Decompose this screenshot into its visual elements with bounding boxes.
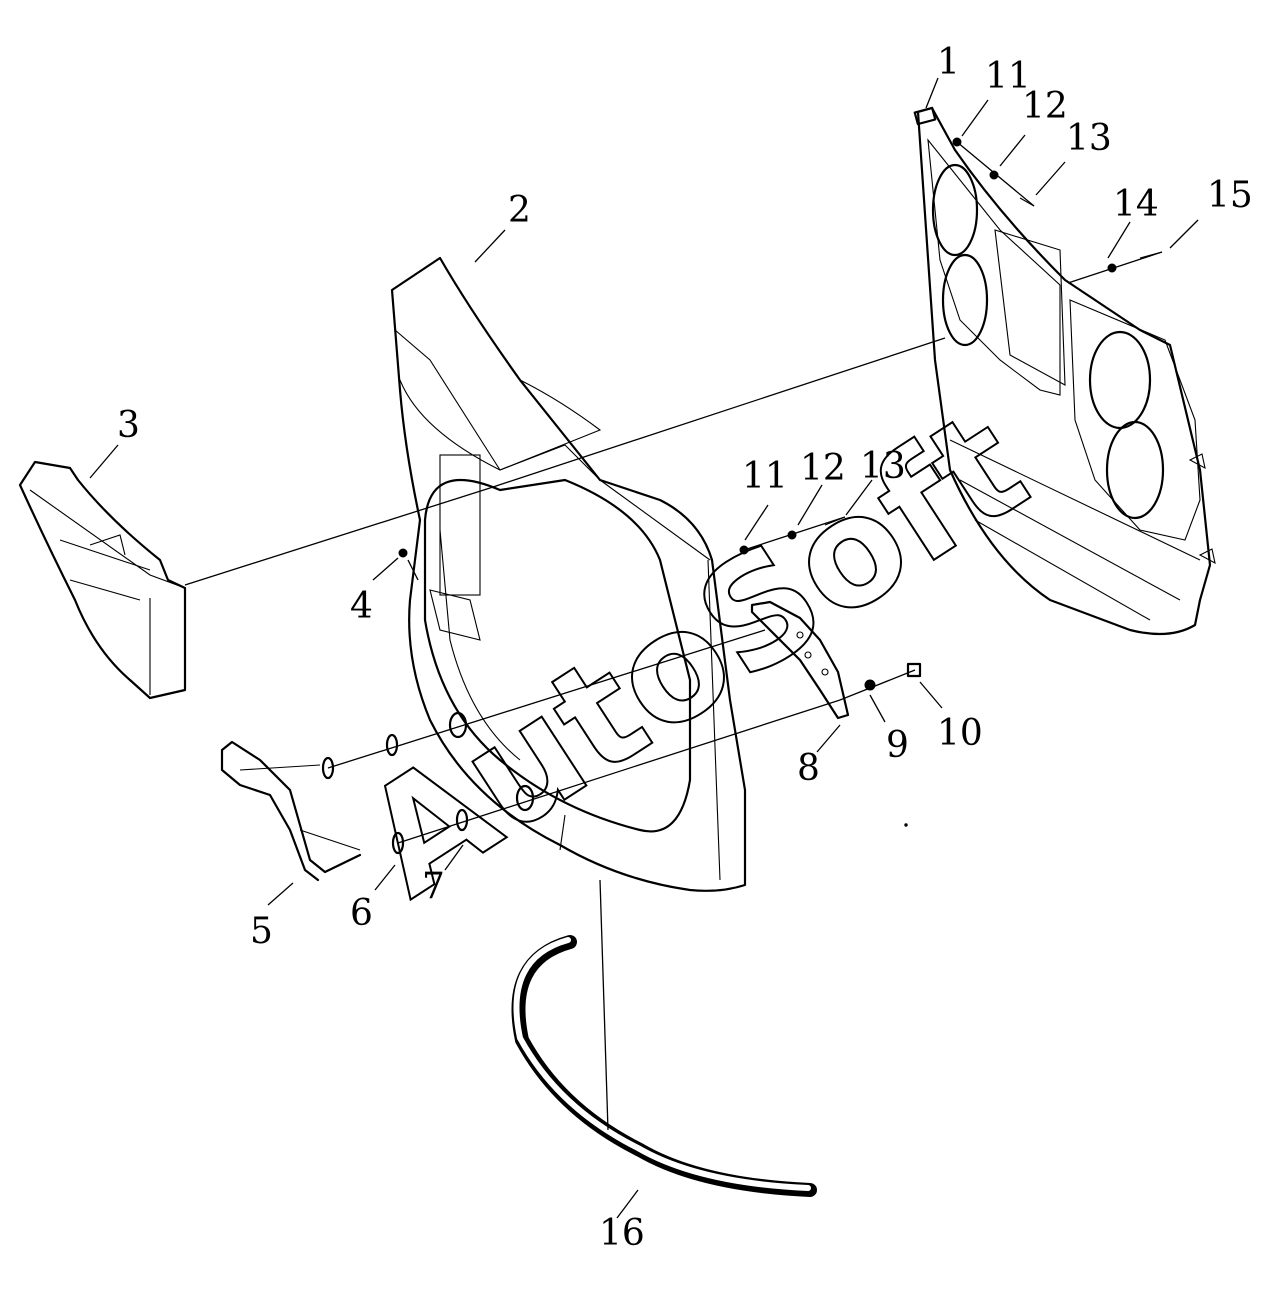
- callout-12-top: 12: [1022, 86, 1068, 127]
- callout-pointers: [89, 77, 1199, 1219]
- callout-13-top: 13: [1066, 118, 1112, 159]
- watermark-text: AutoSoft: [335, 378, 1055, 930]
- callout-14: 14: [1113, 184, 1159, 225]
- callout-15: 15: [1207, 175, 1253, 216]
- callout-11-top: 11: [985, 56, 1031, 97]
- callout-7: 7: [422, 866, 445, 907]
- callout-16: 16: [599, 1213, 645, 1254]
- part-2-main-shell: [390, 256, 747, 892]
- assembly-lines: [184, 141, 1163, 1131]
- callout-labels: 1 11 12 13 14 15 2 3 4 11 12 13 5 6 7 8 …: [117, 42, 1253, 1254]
- callout-9: 9: [886, 725, 909, 766]
- callout-10: 10: [937, 713, 983, 754]
- part-3-left-trim: [18, 460, 187, 700]
- callout-8: 8: [797, 748, 820, 789]
- callout-5: 5: [250, 911, 273, 952]
- callout-3: 3: [117, 405, 140, 446]
- callout-4: 4: [350, 586, 373, 627]
- callout-6: 6: [350, 893, 373, 934]
- callout-13-mid: 13: [860, 446, 906, 487]
- callout-11-mid: 11: [742, 456, 788, 497]
- part-5-bracket: [220, 740, 362, 882]
- part-1-rear-panel: [913, 106, 1216, 636]
- callout-12-mid: 12: [800, 448, 846, 489]
- part-8-mounting-plate: [750, 600, 850, 720]
- watermark: AutoSoft: [334, 377, 1056, 931]
- stray-dot: [904, 823, 908, 827]
- callout-2: 2: [508, 190, 531, 231]
- callout-1: 1: [937, 42, 960, 83]
- part-16-seal-strip: [511, 935, 817, 1197]
